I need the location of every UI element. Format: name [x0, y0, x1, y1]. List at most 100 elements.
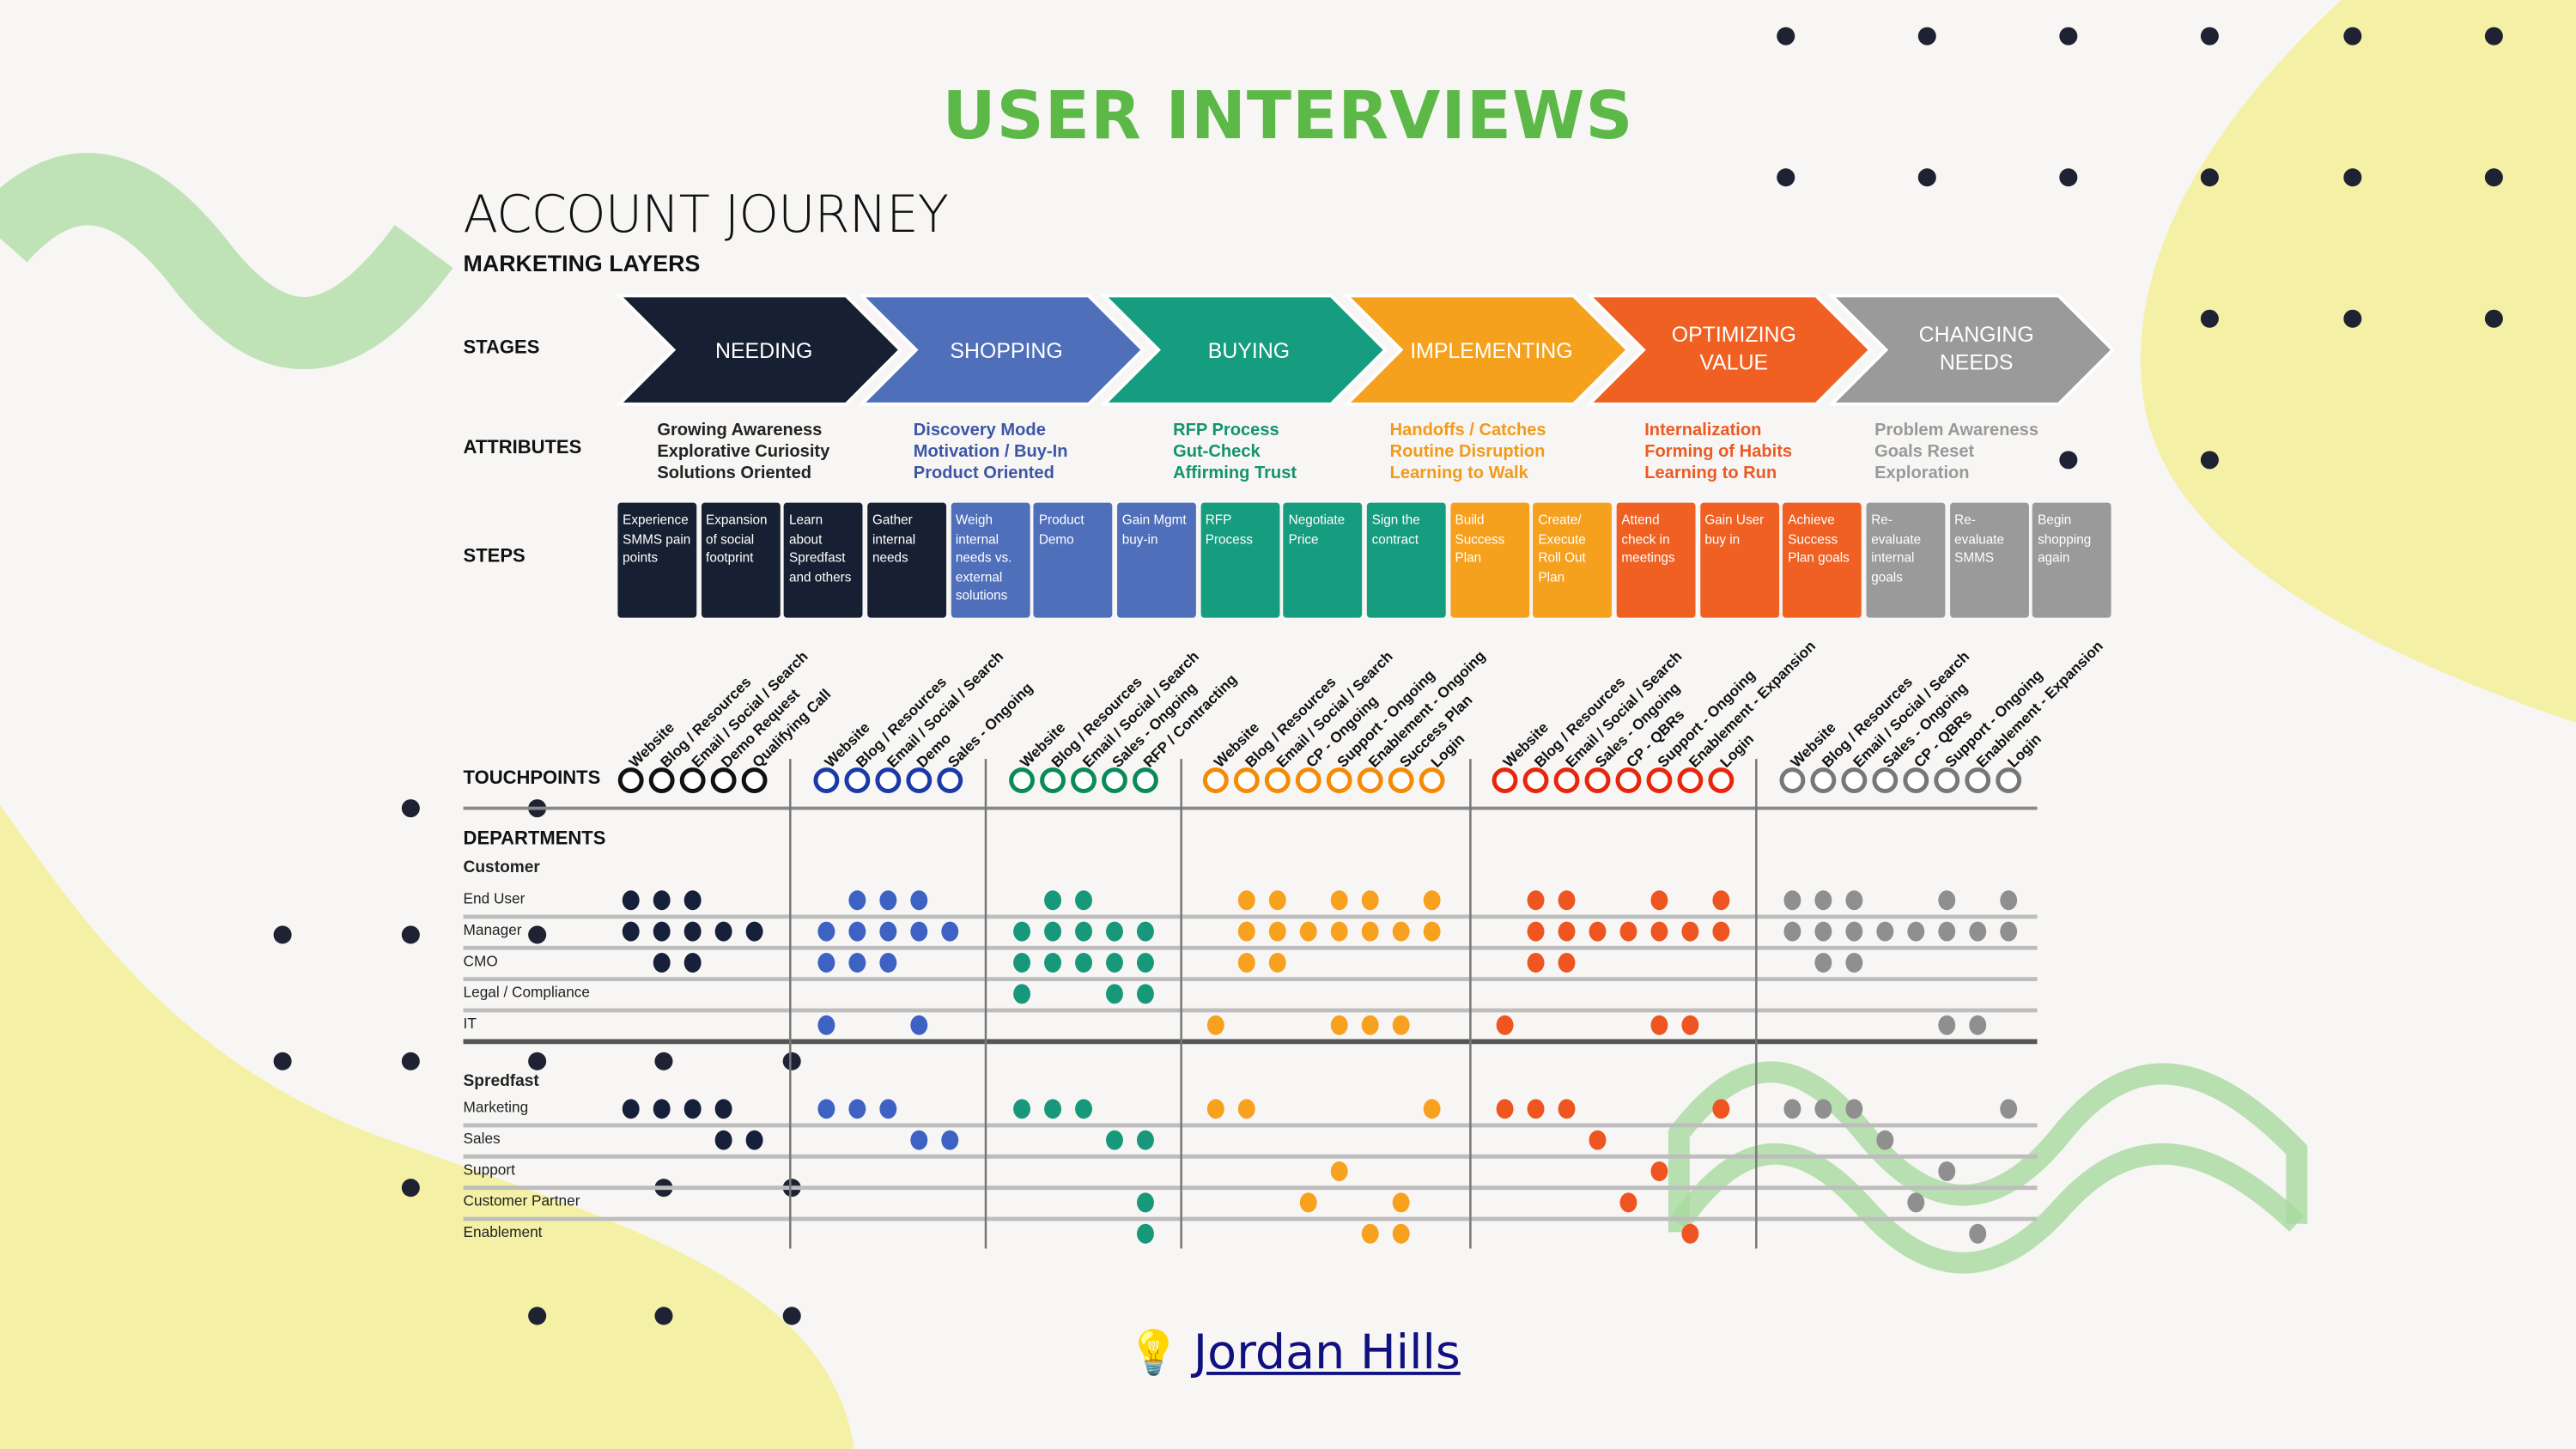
- department-dot: [653, 953, 671, 973]
- department-dot: [1681, 1015, 1699, 1035]
- attribute-item: RFP Process: [1173, 420, 1279, 440]
- stage-name-line: NEEDING: [715, 338, 813, 363]
- step-card[interactable]: Begin shopping again: [2032, 502, 2112, 618]
- decorative-dot: [2200, 27, 2219, 45]
- step-card[interactable]: Product Demo: [1034, 502, 1113, 618]
- attribute-item: Routine Disruption: [1389, 441, 1546, 462]
- department-dot: [1527, 921, 1545, 942]
- department-dot: [1876, 1130, 1894, 1150]
- decorative-dot: [401, 1179, 420, 1197]
- department-dot: [1237, 953, 1255, 973]
- department-dot: [1206, 1099, 1224, 1119]
- touchpoint-circle: [1996, 767, 2022, 793]
- step-card[interactable]: Weigh internal needs vs. external soluti…: [951, 502, 1030, 618]
- touchpoint-circle: [1841, 767, 1868, 793]
- department-dot: [683, 921, 702, 942]
- decorative-dot: [782, 1307, 801, 1325]
- touchpoint-circle: [1584, 767, 1611, 793]
- group-label-spredfast: Spredfast: [463, 1072, 539, 1091]
- decorative-dot: [401, 1052, 420, 1070]
- department-dot: [1206, 1015, 1224, 1035]
- department-dot: [714, 921, 732, 942]
- department-dot: [1619, 921, 1637, 942]
- decorative-dot: [1917, 27, 1936, 45]
- stage-name-line: CHANGING: [1918, 322, 2034, 347]
- department-dot: [1558, 1099, 1576, 1119]
- stage-chevron: [615, 294, 903, 406]
- department-dot: [1106, 953, 1123, 973]
- step-card[interactable]: Create/ Execute Roll Out Plan: [1533, 502, 1613, 618]
- department-dot: [1237, 921, 1255, 942]
- decorative-dot: [273, 925, 292, 944]
- department-dot: [1783, 890, 1801, 911]
- attribute-item: Problem Awareness: [1874, 420, 2039, 440]
- step-card[interactable]: Experience SMMS pain points: [617, 502, 697, 618]
- department-dot: [910, 890, 928, 911]
- department-dot: [1075, 921, 1092, 942]
- department-dot: [1783, 921, 1801, 942]
- step-card[interactable]: Re-evaluate internal goals: [1866, 502, 1946, 618]
- department-dot: [1392, 1015, 1410, 1035]
- attribute-item: Motivation / Buy-In: [913, 441, 1068, 462]
- department-dot: [1783, 1099, 1801, 1119]
- department-dot: [622, 1099, 640, 1119]
- department-dot: [848, 953, 866, 973]
- step-card[interactable]: Learn about Spredfast and others: [784, 502, 864, 618]
- department-dot: [1268, 921, 1286, 942]
- attribute-item: Internalization: [1644, 420, 1762, 440]
- department-dot: [910, 1015, 928, 1035]
- department-dot: [1814, 921, 1832, 942]
- touchpoint-circle: [1903, 767, 1929, 793]
- touchpoint-circle: [648, 767, 675, 793]
- department-dot: [1814, 1099, 1832, 1119]
- decorative-dot: [2200, 168, 2219, 187]
- department-dot: [1330, 890, 1348, 911]
- step-card[interactable]: Attend check in meetings: [1616, 502, 1696, 618]
- stage-name: BUYING: [1151, 336, 1348, 365]
- department-dot: [848, 921, 866, 942]
- touchpoint-circle: [1492, 767, 1518, 793]
- step-card[interactable]: Build Success Plan: [1449, 502, 1529, 618]
- department-dot: [1044, 953, 1061, 973]
- department-dot: [1361, 1223, 1379, 1244]
- step-card[interactable]: Re-evaluate SMMS: [1949, 502, 2029, 618]
- green-wave-top-left: [0, 153, 453, 370]
- department-dot: [1137, 1192, 1154, 1213]
- department-dot: [1969, 921, 1987, 942]
- department-grid-lines: [463, 759, 2038, 1249]
- department-dot: [1650, 921, 1668, 942]
- decorative-dot: [654, 1052, 673, 1070]
- stage-chevron: [1100, 294, 1388, 406]
- department-dot: [1075, 1099, 1092, 1119]
- journey-title: ACCOUNT JOURNEY: [463, 185, 949, 246]
- touchpoint-circle: [1419, 767, 1445, 793]
- department-dot: [1075, 953, 1092, 973]
- touchpoint-circle: [1102, 767, 1127, 793]
- department-dot: [1013, 1099, 1031, 1119]
- step-card[interactable]: Achieve Success Plan goals: [1783, 502, 1862, 618]
- department-dot: [1845, 1099, 1863, 1119]
- step-card[interactable]: Gain User buy in: [1699, 502, 1779, 618]
- author-link[interactable]: Jordan Hills: [1193, 1324, 1461, 1380]
- stage-chevron: [858, 294, 1145, 406]
- step-card[interactable]: Gather internal needs: [867, 502, 947, 618]
- decorative-dot: [528, 1052, 547, 1070]
- step-card[interactable]: Expansion of social footprint: [701, 502, 781, 618]
- green-wave-outline: [1668, 1061, 2308, 1233]
- step-card[interactable]: Gain Mgmt buy-in: [1117, 502, 1196, 618]
- decorative-dot: [2059, 451, 2078, 470]
- attribute-item: Growing Awareness: [657, 420, 823, 440]
- department-dot: [1814, 953, 1832, 973]
- decorative-dot: [1777, 27, 1795, 45]
- step-card[interactable]: RFP Process: [1200, 502, 1279, 618]
- department-row-label: IT: [463, 1015, 477, 1032]
- department-dot: [1423, 921, 1441, 942]
- step-card[interactable]: Sign the contract: [1366, 502, 1446, 618]
- department-dot: [653, 921, 671, 942]
- department-dot: [1527, 890, 1545, 911]
- department-dot: [879, 921, 897, 942]
- step-card[interactable]: Negotiate Price: [1283, 502, 1363, 618]
